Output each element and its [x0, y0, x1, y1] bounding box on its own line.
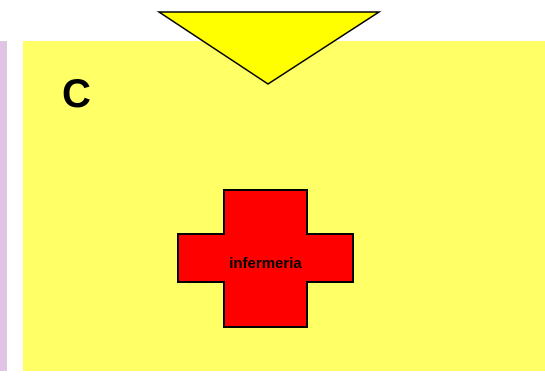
infirmary-label: infermeria	[229, 255, 302, 272]
red-cross-icon	[177, 189, 354, 328]
left-border-strip	[0, 41, 7, 371]
zone-letter: C	[62, 72, 91, 116]
down-triangle-icon	[156, 11, 382, 85]
